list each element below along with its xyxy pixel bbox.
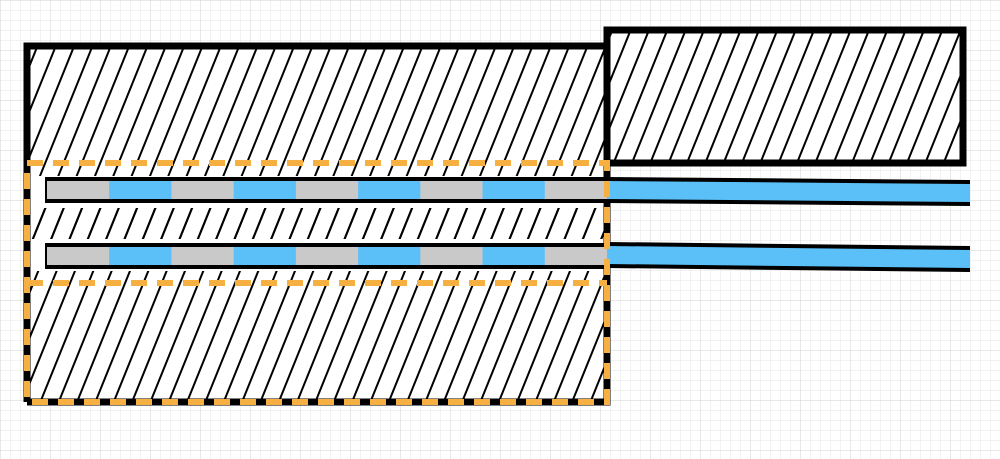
strand-segment-gray: [47, 181, 110, 199]
strand-segment-blue: [482, 247, 546, 265]
strand-extension: [607, 181, 970, 202]
strand-segment-gray: [47, 247, 110, 265]
strand-top: [45, 177, 970, 206]
strand-segment-gray: [295, 247, 359, 265]
right-hatched-block: [603, 26, 967, 167]
strand-segment-blue: [482, 181, 546, 199]
strand-segment-gray: [544, 247, 608, 265]
strand-extension: [607, 246, 970, 268]
strand-segment-gray: [295, 181, 359, 199]
hatch-between-strands: [27, 208, 607, 239]
strand-segment-blue: [358, 247, 421, 265]
strand-segment-blue: [109, 247, 172, 265]
strand-segment-blue: [233, 181, 297, 199]
strand-segment-gray: [171, 181, 235, 199]
strand-segment-gray: [420, 181, 484, 199]
strand-segment-gray: [420, 247, 484, 265]
strand-segment-gray: [171, 247, 235, 265]
strand-segment-blue: [233, 247, 297, 265]
strand-segment-gray: [544, 181, 608, 199]
strand-segment-blue: [358, 181, 421, 199]
strand-segment-blue: [109, 181, 172, 199]
strand-bottom: [45, 242, 970, 272]
